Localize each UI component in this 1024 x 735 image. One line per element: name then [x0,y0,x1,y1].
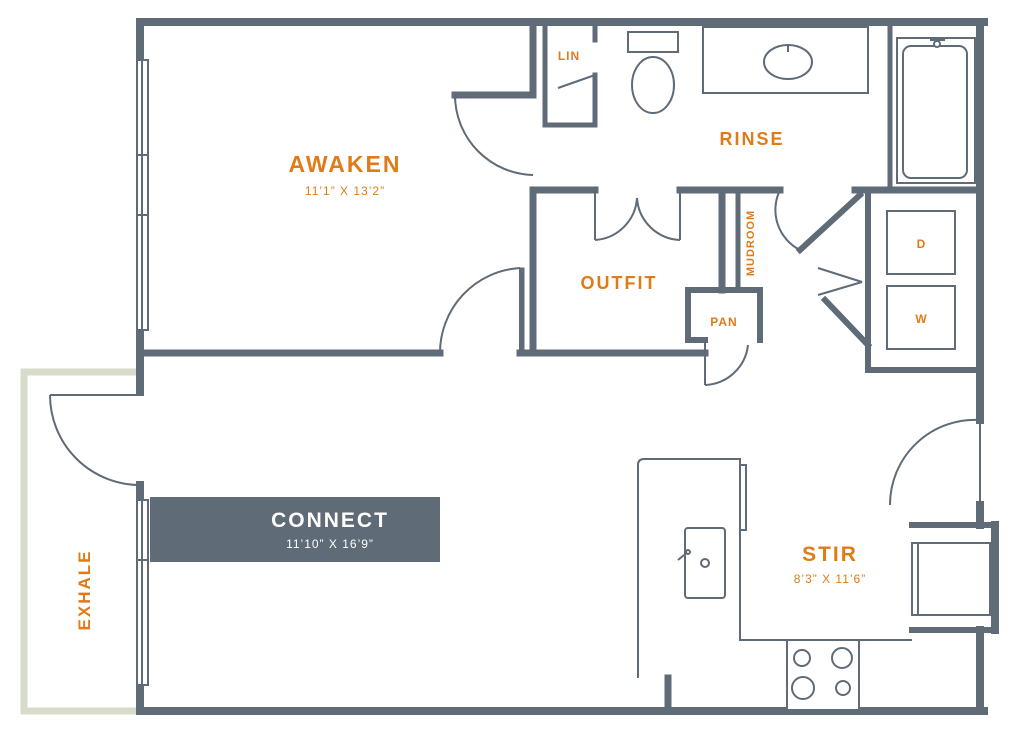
room-mudroom-name: MUDROOM [745,210,757,276]
room-awaken-dims: 11’1” X 13’2” [305,184,385,198]
windows [136,59,149,686]
kitchen-fixtures [637,458,991,711]
interior-walls [136,18,998,715]
dryer [886,210,956,275]
room-connect-dims: 11’10” X 16’9” [286,537,374,551]
toilet-bowl [631,56,675,114]
kitchen-counter [637,458,912,678]
washer [886,285,956,350]
room-stir-name: STIR [802,543,858,566]
room-awaken-name: AWAKEN [289,151,402,177]
balcony-outline [20,368,142,715]
room-outfit-name: OUTFIT [581,273,658,293]
refrigerator [911,542,991,616]
connect-label-bg [150,497,440,562]
doors [49,94,981,506]
room-connect-name: CONNECT [271,509,389,532]
room-stir-dims: 8’3” X 11’6” [794,572,866,586]
room-rinse-name: RINSE [719,129,784,149]
room-pan-name: PAN [710,315,737,329]
washer-label: W [915,312,927,326]
laundry-machines [886,210,956,350]
room-exhale-name: EXHALE [75,550,94,631]
dryer-label: D [917,237,926,251]
toilet-tank [627,31,679,53]
bathroom-fixtures [627,26,976,184]
room-lin-name: LIN [558,49,580,63]
bathtub-inner [902,45,968,179]
